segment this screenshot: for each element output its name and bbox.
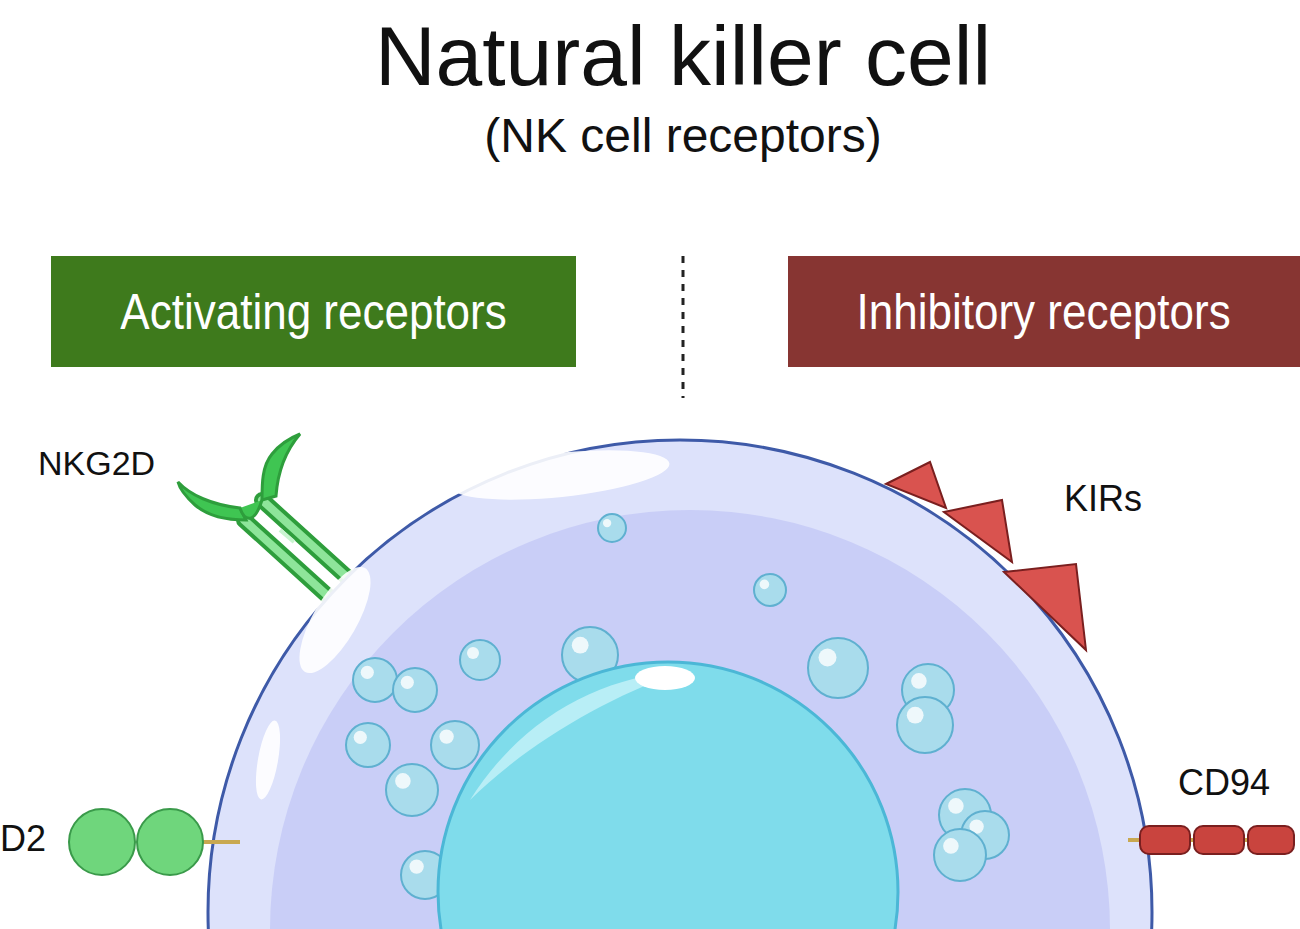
diagram-title: Natural killer cell bbox=[0, 8, 1300, 105]
receptor-domain bbox=[1140, 826, 1190, 854]
receptor-bridge bbox=[280, 530, 294, 542]
granule-highlight bbox=[760, 580, 770, 590]
header-text: Activating receptors bbox=[120, 283, 506, 341]
header-text: Inhibitory receptors bbox=[857, 283, 1231, 341]
nucleus-highlight bbox=[635, 666, 695, 690]
kir-triangle bbox=[944, 500, 1012, 562]
granule-highlight bbox=[603, 519, 611, 527]
highlight bbox=[448, 442, 671, 509]
receptor-domain bbox=[1248, 826, 1294, 854]
cd94-receptor bbox=[1128, 826, 1295, 854]
kir-receptors bbox=[886, 462, 1086, 650]
granule bbox=[460, 640, 500, 680]
receptor-domain bbox=[137, 809, 203, 875]
highlight bbox=[251, 719, 285, 801]
nkg2d-receptor bbox=[178, 434, 348, 598]
inhibitory-header: Inhibitory receptors bbox=[788, 256, 1300, 367]
receptor-arm bbox=[262, 434, 300, 500]
receptor-domain bbox=[69, 809, 135, 875]
granule-highlight bbox=[948, 798, 964, 814]
subtitle: (NK cell receptors) bbox=[0, 108, 1300, 163]
receptor-joint bbox=[240, 500, 262, 518]
granule bbox=[386, 764, 438, 816]
kir-triangle bbox=[886, 462, 946, 508]
receptor-label: CD94 bbox=[1178, 762, 1270, 804]
granule-highlight bbox=[354, 731, 367, 744]
granule bbox=[808, 638, 868, 698]
granule bbox=[598, 514, 626, 542]
cell-membrane bbox=[208, 440, 1152, 929]
granule-highlight bbox=[911, 673, 927, 689]
granule bbox=[393, 668, 437, 712]
granule bbox=[754, 574, 786, 606]
receptor-label: D2 bbox=[0, 818, 46, 860]
cd2-receptor bbox=[69, 809, 240, 875]
granule-highlight bbox=[943, 838, 959, 854]
receptor-stalk bbox=[200, 840, 240, 844]
nucleus-highlight bbox=[470, 672, 680, 800]
cytoplasm bbox=[270, 510, 1110, 929]
granule-highlight bbox=[409, 859, 423, 873]
nucleus bbox=[438, 662, 898, 929]
granule-highlight bbox=[907, 707, 924, 724]
granule-highlight bbox=[572, 637, 589, 654]
activating-header: Activating receptors bbox=[51, 256, 576, 367]
receptor-arm bbox=[178, 482, 246, 520]
receptor-label: NKG2D bbox=[38, 444, 155, 483]
granule-highlight bbox=[439, 729, 453, 743]
granule-highlight bbox=[819, 649, 837, 667]
granule-highlight bbox=[361, 666, 374, 679]
granule-highlight bbox=[467, 647, 479, 659]
granule bbox=[353, 658, 397, 702]
receptor-label: KIRs bbox=[1064, 478, 1142, 520]
kir-triangle bbox=[1004, 564, 1086, 650]
receptor-stem bbox=[262, 500, 348, 578]
receptor-stem bbox=[244, 520, 330, 598]
granule-highlight bbox=[401, 676, 414, 689]
receptor-stem bbox=[244, 520, 330, 598]
granule-highlight bbox=[395, 773, 411, 789]
receptor-domain bbox=[1194, 826, 1244, 854]
granule bbox=[897, 697, 953, 753]
divider-line bbox=[682, 256, 685, 398]
granule bbox=[431, 721, 479, 769]
granule bbox=[934, 829, 986, 881]
granule bbox=[346, 723, 390, 767]
